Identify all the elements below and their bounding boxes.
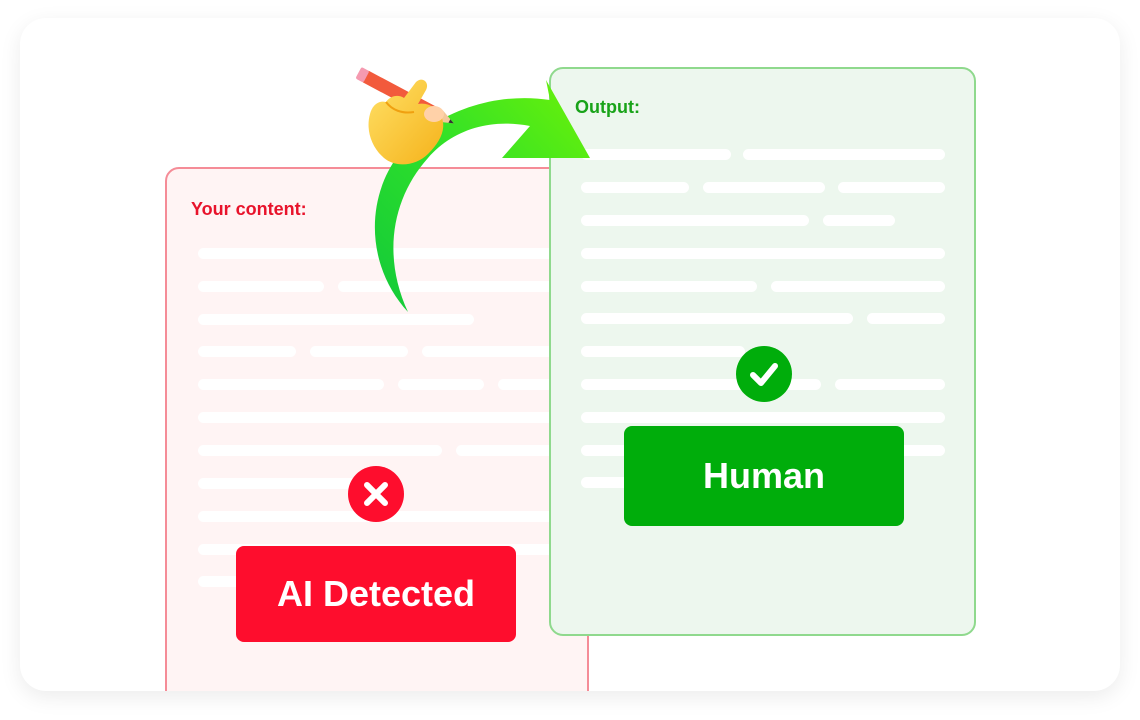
input-panel-title: Your content: (191, 199, 307, 219)
text-line (581, 379, 821, 390)
x-circle-icon (348, 466, 404, 522)
text-line (771, 281, 945, 292)
text-line (198, 379, 384, 390)
text-line (198, 346, 296, 357)
text-line (823, 215, 895, 226)
text-line (198, 478, 358, 489)
text-line (581, 215, 809, 226)
text-line (703, 182, 825, 193)
check-circle-icon (736, 346, 792, 402)
text-line (198, 445, 442, 456)
text-line (338, 281, 558, 292)
text-line (581, 346, 745, 357)
text-line (398, 379, 484, 390)
illustration-card: Your content: Output: (20, 18, 1120, 691)
text-line (743, 149, 945, 160)
text-line (456, 445, 562, 456)
text-line (198, 412, 562, 423)
text-line (422, 346, 562, 357)
text-line (498, 379, 562, 390)
text-line (835, 379, 945, 390)
text-line (198, 314, 474, 325)
text-line (838, 182, 945, 193)
text-line (581, 149, 731, 160)
text-line (581, 248, 945, 259)
text-line (310, 346, 408, 357)
text-line (581, 281, 757, 292)
text-line (581, 477, 641, 488)
text-line (867, 313, 945, 324)
text-line (198, 281, 324, 292)
text-line (581, 412, 945, 423)
text-line (581, 182, 689, 193)
ai-detected-badge: AI Detected (236, 546, 516, 642)
output-panel-title: Output: (575, 97, 640, 117)
hand-pencil-icon (356, 67, 454, 165)
human-badge: Human (624, 426, 904, 526)
text-line (581, 313, 853, 324)
